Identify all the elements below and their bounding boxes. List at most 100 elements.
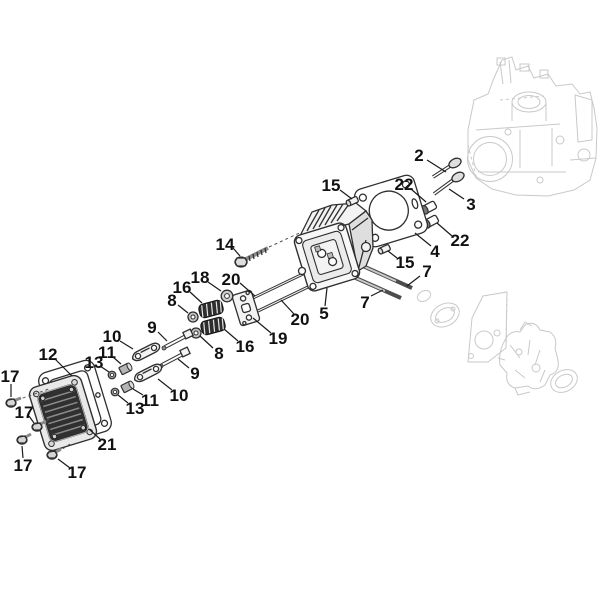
carburetor-group-faint	[416, 289, 578, 396]
callout-leader-line	[406, 275, 421, 287]
callout-leader-line	[324, 287, 328, 307]
callouts-layer: 2322224151514202019577161618889910101111…	[1, 146, 476, 482]
callout-label-11[interactable]: 11	[98, 343, 116, 362]
head-bolt	[234, 246, 269, 268]
callout-leader-line	[232, 247, 241, 257]
callout-label-12[interactable]: 12	[39, 345, 58, 364]
callout-leader-line	[448, 188, 465, 200]
callout-label-17[interactable]: 17	[1, 367, 20, 386]
callout-label-9[interactable]: 9	[147, 318, 156, 337]
callout-leader-line	[436, 222, 453, 237]
cover-screw-4	[46, 443, 71, 460]
cylinder-bore-circle	[467, 136, 513, 182]
callout-leader-line	[426, 159, 447, 173]
callout-label-20[interactable]: 20	[222, 270, 241, 289]
insulator-gasket-faint	[430, 302, 460, 328]
bolt-alignment-dash	[268, 229, 307, 248]
adjust-nut-1	[107, 370, 117, 380]
callout-leader-line	[21, 445, 24, 459]
cover-screw-2	[31, 416, 53, 432]
callout-label-17[interactable]: 17	[68, 463, 87, 482]
callout-label-9[interactable]: 9	[190, 364, 199, 383]
callout-leader-line	[99, 365, 110, 373]
callout-label-22[interactable]: 22	[451, 231, 470, 250]
spring-retainer	[220, 289, 234, 303]
callout-leader-line	[157, 331, 168, 342]
callout-leader-line	[414, 232, 432, 247]
cover-screw-3	[16, 432, 32, 445]
callout-leader-line	[280, 299, 295, 315]
callout-leader-line	[199, 335, 214, 349]
callout-leader-line	[119, 340, 134, 350]
small-gasket-faint	[416, 289, 432, 303]
callout-label-13[interactable]: 13	[126, 399, 145, 418]
callout-leader-line	[177, 304, 189, 314]
callout-label-16[interactable]: 16	[236, 337, 255, 356]
callout-label-21[interactable]: 21	[98, 435, 117, 454]
callout-leader-line	[112, 356, 122, 365]
callout-label-10[interactable]: 10	[103, 327, 122, 346]
rocker-arm-1	[131, 342, 161, 362]
intake-gasket-faint	[550, 369, 578, 393]
callout-label-15[interactable]: 15	[396, 253, 415, 272]
callout-label-22[interactable]: 22	[395, 175, 414, 194]
callout-label-17[interactable]: 17	[14, 456, 33, 475]
callout-label-10[interactable]: 10	[170, 386, 189, 405]
callout-label-2[interactable]: 2	[414, 146, 423, 165]
adjust-nut-2	[110, 387, 120, 397]
callout-leader-line	[370, 289, 384, 297]
callout-leader-line	[189, 291, 203, 304]
callout-leader-line	[28, 415, 35, 424]
rocker-arm-2	[133, 363, 163, 383]
callout-label-8[interactable]: 8	[214, 344, 223, 363]
callout-label-7[interactable]: 7	[360, 293, 369, 312]
callout-leader-line	[223, 328, 239, 342]
callout-leader-line	[339, 189, 353, 200]
valve-spring-2	[200, 316, 226, 336]
callout-label-7[interactable]: 7	[422, 262, 431, 281]
callout-leader-line	[207, 281, 222, 292]
callout-leader-line	[57, 458, 71, 469]
stud-2	[257, 284, 311, 313]
callout-leader-line	[157, 378, 173, 391]
intake-valve	[432, 157, 462, 179]
callout-label-14[interactable]: 14	[216, 235, 235, 254]
engine-block-faint	[467, 56, 598, 197]
callout-label-3[interactable]: 3	[466, 195, 475, 214]
valve-cover	[28, 374, 98, 452]
cylinder-head	[293, 202, 374, 292]
stud-1	[252, 271, 306, 300]
callout-leader-line	[252, 317, 272, 334]
callout-leader-line	[177, 358, 190, 369]
rocker-pivot-2	[120, 380, 135, 394]
callout-label-4[interactable]: 4	[430, 242, 440, 261]
callout-leader-line	[132, 388, 144, 396]
callout-label-13[interactable]: 13	[85, 353, 104, 372]
callout-label-8[interactable]: 8	[167, 291, 176, 310]
lifter-rod-2	[158, 346, 191, 369]
carburetor-faint	[497, 321, 559, 396]
rocker-pivot-1	[118, 362, 133, 376]
callout-label-17[interactable]: 17	[15, 403, 34, 422]
callout-leader-line	[387, 250, 398, 259]
callout-label-5[interactable]: 5	[319, 304, 328, 323]
callout-leader-line	[54, 358, 73, 377]
dowel-pin-2	[377, 244, 391, 255]
callout-label-15[interactable]: 15	[322, 176, 341, 195]
callout-label-16[interactable]: 16	[173, 278, 192, 297]
callout-leader-line	[117, 394, 129, 404]
callout-leader-line	[410, 188, 427, 203]
callout-leader-line	[239, 282, 256, 297]
heat-shield-faint	[467, 291, 508, 363]
callout-label-18[interactable]: 18	[191, 268, 210, 287]
lifter-rod-1	[161, 328, 194, 351]
spring-washer-1	[187, 311, 199, 323]
callout-label-11[interactable]: 11	[141, 391, 159, 410]
callout-label-19[interactable]: 19	[269, 329, 288, 348]
valve-spring-1	[198, 299, 224, 319]
callout-label-20[interactable]: 20	[291, 310, 310, 329]
callout-leader-line	[88, 428, 101, 440]
cover-screw-1	[5, 388, 50, 408]
